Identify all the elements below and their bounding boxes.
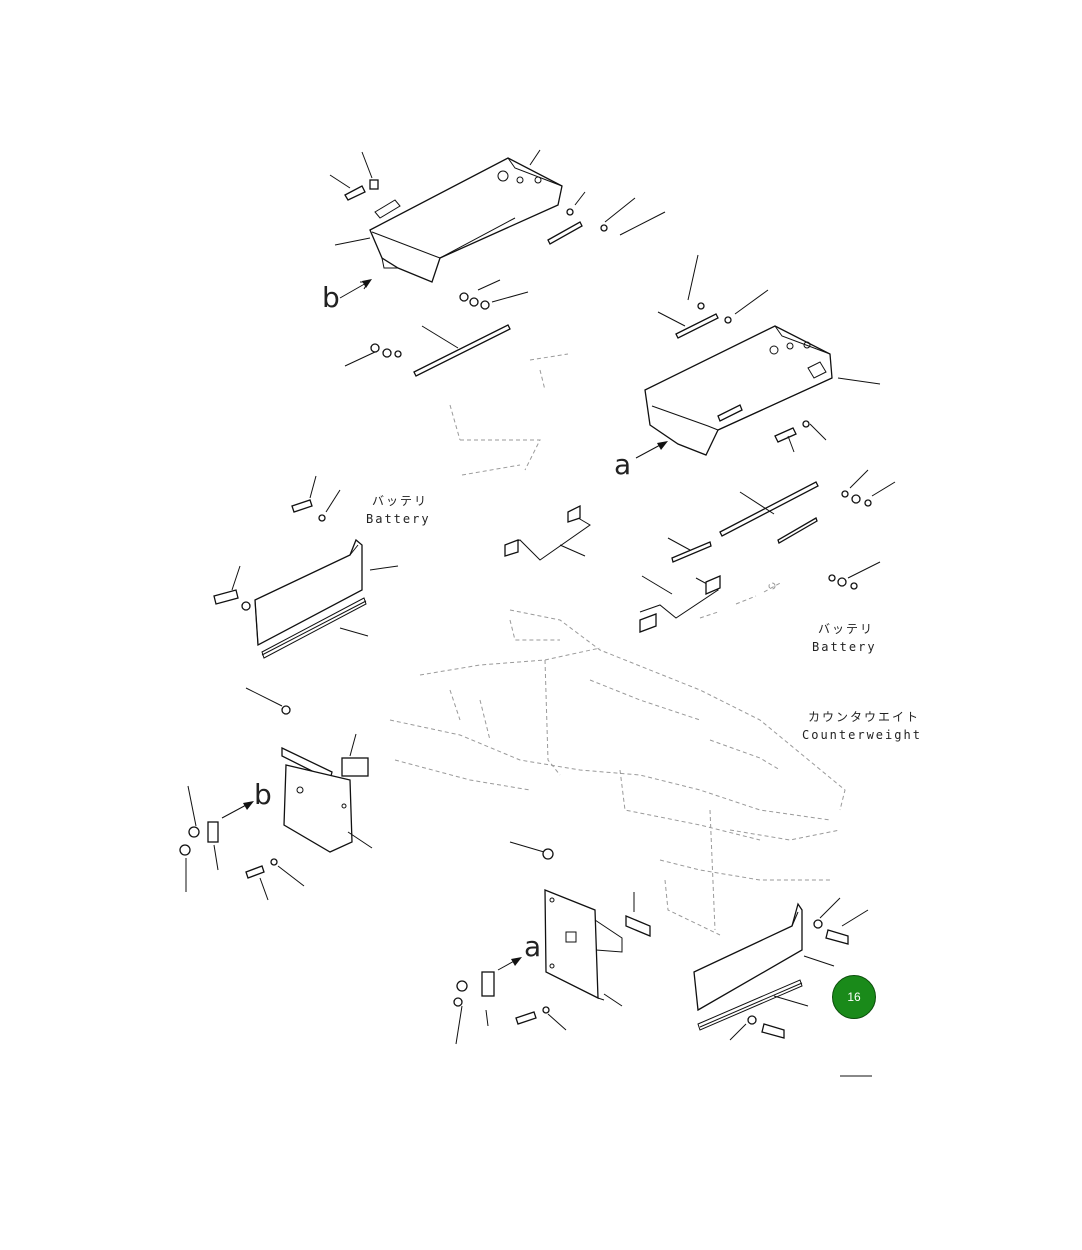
nut-group-1 (459, 279, 529, 310)
side-panel-a (544, 889, 651, 1007)
rod-right (657, 254, 769, 339)
callout-a-mid: a (614, 448, 632, 481)
side-plate-left (254, 538, 399, 659)
top-cover-a (644, 325, 833, 456)
battery-label-1-jp: バッテリ (372, 494, 429, 508)
page-number-badge[interactable]: 16 (832, 975, 876, 1019)
rod-top (547, 191, 666, 245)
callout-a-bottom: a (524, 930, 542, 963)
side-plate-right (693, 902, 835, 1031)
hold-down-bracket-1 (504, 504, 591, 561)
battery-label-2-en: Battery (812, 640, 877, 654)
long-rod-2 (667, 481, 819, 563)
battery-label-2-jp: バッテリ (818, 622, 875, 636)
nut-group-right-2 (828, 561, 881, 590)
long-rod-1 (413, 324, 511, 377)
hold-down-bracket-2 (639, 575, 721, 633)
counterweight-label-jp: カウンタウエイト (808, 710, 921, 724)
bolt-left-plate (213, 565, 251, 611)
side-panel-b (281, 733, 373, 853)
main-frame-ghost (389, 609, 846, 936)
top-cover-b (369, 157, 563, 283)
bolt-group-left-1 (344, 343, 402, 367)
bolt-right-plate (729, 897, 869, 1041)
latch-right (774, 420, 827, 453)
latch-bottom (453, 971, 567, 1045)
bolt-group-top (329, 151, 379, 201)
counterweight-label-en: Counterweight (802, 728, 922, 742)
latch-left (179, 785, 305, 901)
battery-label-1-en: Battery (366, 512, 431, 526)
callout-b-left: b (254, 778, 272, 811)
nut-group-right (841, 469, 896, 507)
bolt-group-left-2 (291, 475, 341, 522)
callout-b-top: b (322, 281, 340, 314)
